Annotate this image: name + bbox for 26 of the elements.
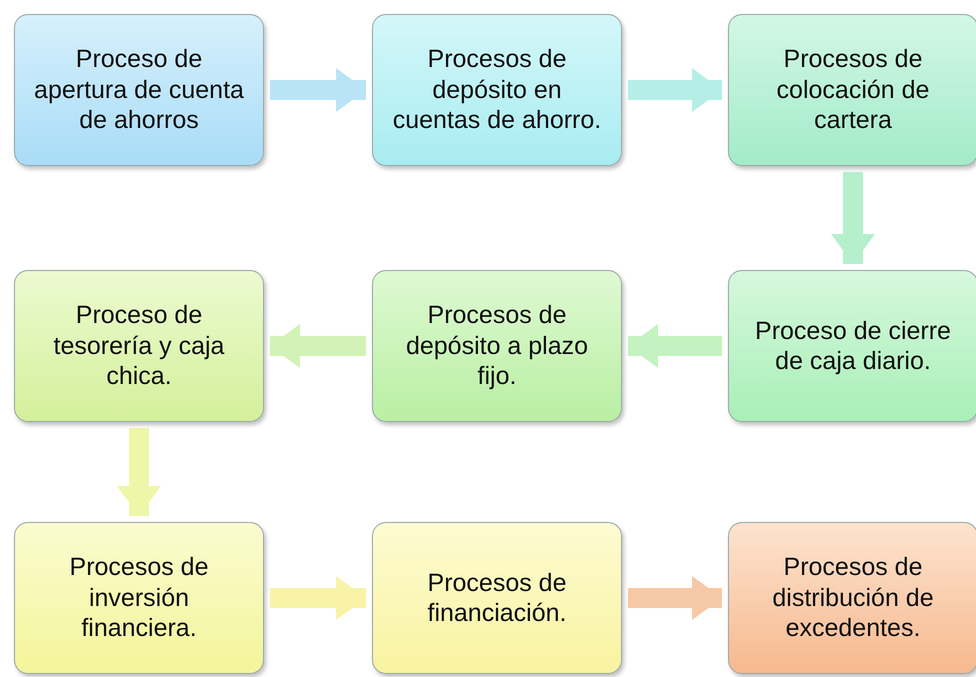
process-box <box>372 522 622 674</box>
process-label: Procesos de colocación de cartera <box>776 44 930 136</box>
block-arrow <box>117 428 161 516</box>
block-arrow <box>628 68 722 112</box>
process-box <box>728 270 976 422</box>
process-label: Procesos de depósito a plazo fijo. <box>404 300 590 392</box>
block-arrow <box>270 576 366 620</box>
process-box <box>14 14 264 166</box>
process-label: Procesos de financiación. <box>426 568 568 628</box>
block-arrow <box>628 576 722 620</box>
process-box <box>728 522 976 674</box>
process-box <box>14 270 264 422</box>
block-arrow <box>628 324 722 368</box>
process-label: Proceso de tesorería y caja chica. <box>52 300 226 392</box>
process-box <box>372 270 622 422</box>
block-arrow <box>270 324 366 368</box>
block-arrow <box>831 172 875 264</box>
process-box <box>14 522 264 674</box>
process-box <box>372 14 622 166</box>
process-label: Procesos de distribución de excedentes. <box>771 552 935 644</box>
process-label: Procesos de inversión financiera. <box>68 552 210 644</box>
block-arrow <box>270 68 366 112</box>
process-label: Procesos de depósito en cuentas de ahorro. <box>392 44 602 136</box>
process-label: Proceso de apertura de cuenta de ahorros <box>33 44 245 136</box>
process-box <box>728 14 976 166</box>
process-label: Proceso de cierre de caja diario. <box>754 316 952 376</box>
